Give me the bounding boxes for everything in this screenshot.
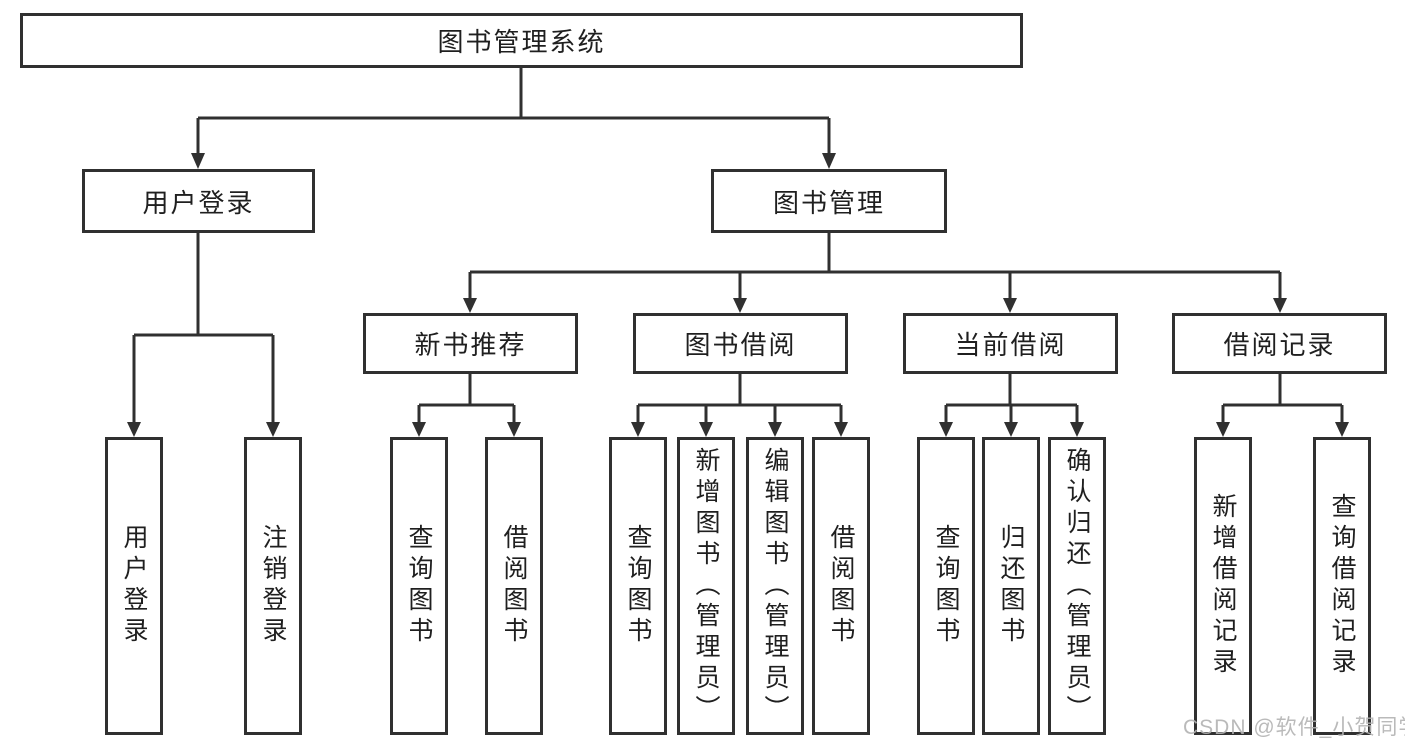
arrowhead [1273,298,1287,313]
leaf-borrow-books-recommend: 借阅图书 [485,437,543,735]
arrowhead [631,422,645,437]
arrowhead [733,298,747,313]
arrowhead [822,153,836,169]
node-new-book-recommendation: 新书推荐 [363,313,578,374]
arrowhead [191,153,205,169]
arrowhead [768,422,782,437]
connector-path [132,68,1344,424]
node-borrowing-records: 借阅记录 [1172,313,1387,374]
arrowhead [834,422,848,437]
arrowhead [1070,422,1084,437]
leaf-return-books: 归还图书 [982,437,1040,735]
node-current-borrowing: 当前借阅 [903,313,1118,374]
leaf-confirm-return-admin: 确认归还（管理员） [1048,437,1106,735]
node-library-management-system: 图书管理系统 [20,13,1023,68]
csdn-watermark: CSDN @软件_小贺同学 [1183,716,1405,739]
arrowhead [1004,422,1018,437]
arrowhead [507,422,521,437]
arrowhead [1003,298,1017,313]
leaf-search-books-current: 查询图书 [917,437,975,735]
leaf-search-borrow-record: 查询借阅记录 [1313,437,1371,735]
arrowhead [939,422,953,437]
arrowhead [1335,422,1349,437]
arrowhead [1216,422,1230,437]
arrowheads [127,153,1349,437]
leaf-user-login: 用户登录 [105,437,163,735]
leaf-search-books-recommend: 查询图书 [390,437,448,735]
node-user-login: 用户登录 [82,169,315,233]
arrowhead [412,422,426,437]
leaf-search-books-borrowing: 查询图书 [609,437,667,735]
node-book-borrowing: 图书借阅 [633,313,848,374]
arrowhead [266,422,280,437]
arrowhead [699,422,713,437]
leaf-add-book-admin: 新增图书（管理员） [677,437,735,735]
leaf-borrow-books-borrowing: 借阅图书 [812,437,870,735]
node-book-management: 图书管理 [711,169,947,233]
leaf-logout: 注销登录 [244,437,302,735]
arrowhead [127,422,141,437]
leaf-add-borrow-record: 新增借阅记录 [1194,437,1252,735]
arrowhead [463,298,477,313]
leaf-edit-book-admin: 编辑图书（管理员） [746,437,804,735]
